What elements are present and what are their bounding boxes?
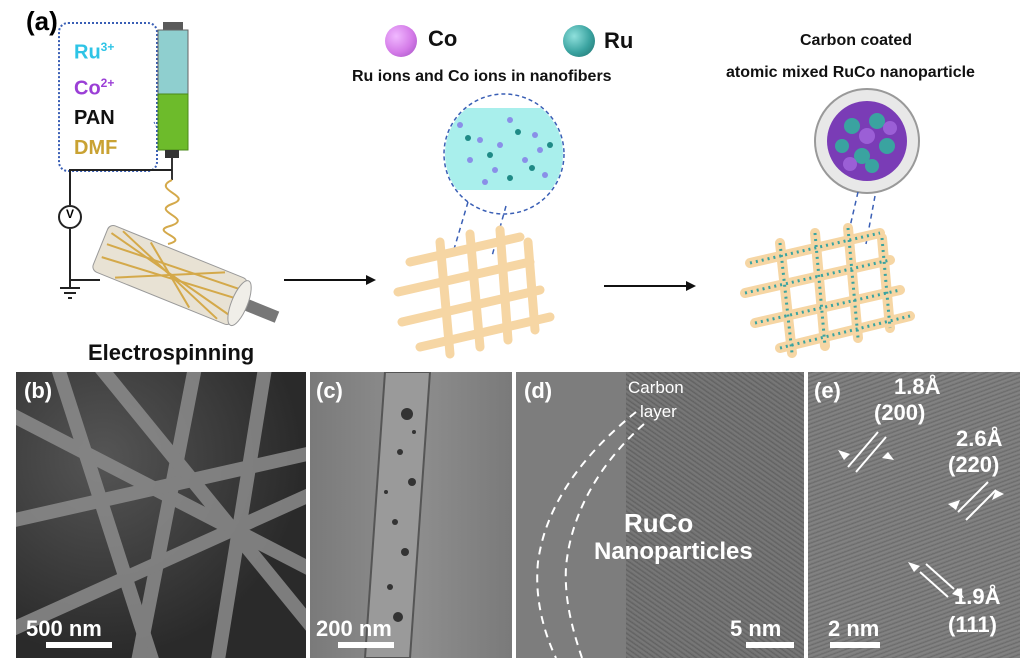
ru-legend-label: Ru — [604, 28, 634, 53]
panel-a: (a) Ru3+ Co2+ PAN DMF — [26, 6, 975, 365]
collector-drum — [92, 225, 280, 327]
panel-d-label: (d) — [524, 378, 553, 403]
panel-e-label: (e) — [814, 378, 841, 403]
syringe-needle-base — [165, 150, 179, 158]
sem-fibers — [16, 372, 306, 658]
panel-e-lattice-image: (e) 1.8Å (200) 2.6Å (220) 1.9Å (111) 2 n… — [808, 372, 1020, 658]
right-caption-line1: Carbon coated — [800, 32, 913, 49]
panel-b-label: (b) — [24, 378, 53, 403]
voltmeter-symbol: V — [65, 207, 74, 221]
panel-b-sem-image: (b) 500 nm — [16, 372, 306, 658]
coated-fiber-mesh — [740, 223, 915, 358]
panel-e-scale-label: 2 nm — [828, 616, 880, 641]
panel-b-scale-bar — [46, 642, 112, 648]
syringe-barrel-empty — [157, 29, 189, 95]
fiber-mesh — [393, 225, 555, 359]
d-spacing-1-value: 1.8Å — [894, 374, 941, 399]
arrow-2 — [604, 281, 696, 291]
panel-d-scale-bar — [746, 642, 794, 648]
panel-c-scale-bar — [338, 642, 394, 648]
d-spacing-3-plane: (111) — [948, 612, 997, 637]
ruco-nanoparticle — [814, 88, 920, 194]
ru-legend-sphere — [563, 25, 595, 57]
ruco-label-line1: RuCo — [624, 508, 694, 538]
solution-item-dmf: DMF — [74, 137, 118, 160]
panel-d-scale-label: 5 nm — [730, 616, 782, 641]
tem-fiber — [363, 372, 432, 658]
panel-b-scale-label: 500 nm — [26, 616, 102, 641]
solution-item-ru: Ru3+ — [74, 40, 115, 64]
middle-caption: Ru ions and Co ions in nanofibers — [352, 68, 612, 85]
circuit-wire-top — [69, 169, 172, 205]
panel-c-tem-image: (c) 200 nm — [310, 372, 512, 658]
d-spacing-2-value: 2.6Å — [956, 426, 1003, 451]
nanofiber-ion-zoom — [443, 93, 565, 215]
electrospinning-label: Electrospinning — [88, 340, 255, 365]
voltmeter — [58, 205, 82, 229]
d-spacing-3-value: 1.9Å — [954, 584, 1001, 609]
electrospinning-apparatus — [58, 22, 280, 327]
solution-composition-list: Ru3+ Co2+ PAN DMF — [74, 32, 117, 163]
carbon-layer-annotation-line2: layer — [640, 402, 677, 421]
d-spacing-2-plane: (220) — [948, 452, 1000, 477]
carbon-layer-annotation-line1: Carbon — [628, 378, 684, 397]
jet-spiral — [162, 179, 180, 245]
ruco-label-line2: Nanoparticles — [594, 538, 753, 565]
solution-item-pan: PAN — [74, 107, 115, 130]
syringe-plunger-top — [163, 22, 183, 32]
panel-a-label: (a) — [26, 6, 58, 36]
circuit-wire-bottom — [69, 229, 100, 281]
co-legend-sphere — [385, 25, 417, 57]
right-caption-line2: atomic mixed RuCo nanoparticle — [726, 64, 975, 81]
co-legend-label: Co — [428, 26, 458, 51]
arrow-1 — [284, 275, 376, 285]
panel-c-label: (c) — [316, 378, 343, 403]
syringe-solution — [157, 93, 189, 151]
lattice-markers — [838, 431, 1004, 598]
d-spacing-1-plane: (200) — [874, 400, 926, 425]
panel-e-scale-bar — [830, 642, 880, 648]
panel-d-hrtem-image: (d) Carbon layer RuCo Nanoparticles 5 nm — [516, 372, 804, 658]
panel-c-scale-label: 200 nm — [316, 616, 392, 641]
solution-item-co: Co2+ — [74, 75, 115, 100]
carbon-layer-outline — [536, 411, 645, 658]
